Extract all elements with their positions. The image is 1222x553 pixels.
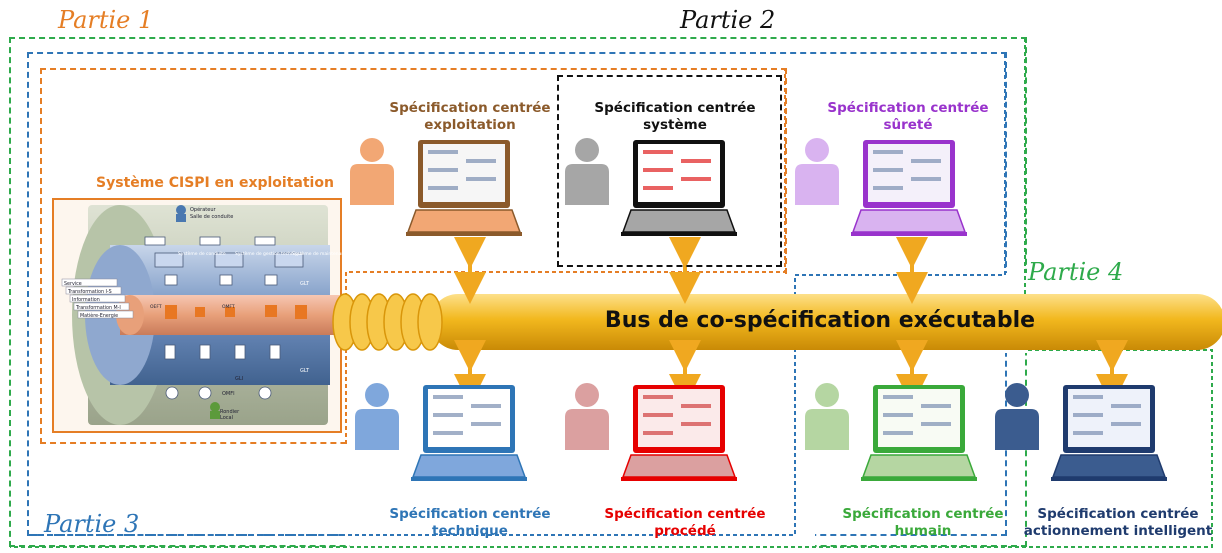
laptop-icon <box>411 385 527 481</box>
label-exploitation-line1: Spécification centrée <box>389 100 551 116</box>
cispi-sys-conduite: Système de conduite <box>178 250 226 257</box>
bus <box>332 293 1222 351</box>
label-actionnement: Spécification centrée actionnement intel… <box>1018 506 1218 540</box>
cispi-title: Système CISPI en exploitation <box>96 175 334 191</box>
station-technique <box>355 383 527 481</box>
label-exploitation: Spécification centrée exploitation <box>380 100 560 134</box>
label-surete-line2: sûreté <box>883 117 933 133</box>
label-systeme-line2: système <box>643 117 707 133</box>
partie-2-title: Partie 2 <box>680 6 776 34</box>
cispi-gli: GLI <box>235 376 243 382</box>
label-humain-line1: Spécification centrée <box>842 506 1004 522</box>
laptop-icon <box>621 140 737 236</box>
cispi-layer-2: Information <box>72 297 100 303</box>
cispi-sys-gestion: Système de gestion technique <box>235 250 304 257</box>
label-technique-line2: technique <box>432 523 508 539</box>
label-procede: Spécification centrée procédé <box>590 506 780 540</box>
label-technique-line1: Spécification centrée <box>389 506 551 522</box>
cispi-layer-1: Transformation I-S <box>67 289 112 295</box>
partie-3-title: Partie 3 <box>44 510 140 538</box>
cispi-local-sub: Local <box>220 415 233 421</box>
person-icon <box>565 383 609 450</box>
label-systeme: Spécification centrée système <box>585 100 765 134</box>
cispi-glt-top: GLT <box>300 281 310 287</box>
partie-1-title: Partie 1 <box>58 6 154 34</box>
cispi-operator-sub: Salle de conduite <box>190 214 233 220</box>
person-icon <box>795 138 839 205</box>
person-icon <box>805 383 849 450</box>
station-actionnement <box>995 383 1167 481</box>
laptop-icon <box>406 140 522 236</box>
label-procede-line2: procédé <box>654 523 716 539</box>
station-humain <box>805 383 977 481</box>
partie-4-title: Partie 4 <box>1028 258 1124 286</box>
person-icon <box>355 383 399 450</box>
bus-label: Bus de co-spécification exécutable <box>604 308 1036 333</box>
laptop-icon <box>861 385 977 481</box>
station-exploitation <box>350 138 522 236</box>
systeme-frame <box>557 75 782 267</box>
cispi-oeft: OEFT <box>150 304 162 310</box>
stations <box>350 138 1167 481</box>
person-icon <box>350 138 394 205</box>
cispi-glt-bottom: GLT <box>300 368 310 374</box>
label-procede-line1: Spécification centrée <box>604 506 766 522</box>
person-icon <box>565 138 609 205</box>
label-technique: Spécification centrée technique <box>375 506 565 540</box>
cispi-cylinder: Opérateur Salle de conduite Système de c… <box>61 205 350 425</box>
label-humain: Spécification centrée humain <box>828 506 1018 540</box>
label-exploitation-line2: exploitation <box>424 117 516 133</box>
cispi-omfi: OMFI <box>222 391 235 397</box>
cispi-layer-0: Service <box>64 281 82 287</box>
cispi-local-label: Rondier <box>220 409 240 415</box>
laptop-icon <box>621 385 737 481</box>
label-humain-line2: humain <box>894 523 952 539</box>
cispi-layer-3: Transformation M-I <box>75 305 121 311</box>
cispi-layer-labels: Service Transformation I-S Information T… <box>61 278 134 319</box>
cispi-operator-label: Opérateur <box>190 206 217 213</box>
station-systeme <box>565 138 737 236</box>
label-actionnement-line2: actionnement intelligent <box>1023 523 1213 539</box>
laptop-icon <box>851 140 967 236</box>
station-procede <box>565 383 737 481</box>
label-surete: Spécification centrée sûreté <box>818 100 998 134</box>
laptop-icon <box>1051 385 1167 481</box>
label-systeme-line1: Spécification centrée <box>594 100 756 116</box>
cispi-sys-maintenance: Système de maintenance <box>292 250 350 257</box>
station-surete <box>795 138 967 236</box>
label-surete-line1: Spécification centrée <box>827 100 989 116</box>
cispi-omft: OMFT <box>222 304 235 310</box>
label-actionnement-line1: Spécification centrée <box>1037 506 1199 522</box>
cispi-layer-4: Matière-Energie <box>80 312 118 319</box>
bus-arrows <box>454 237 1128 406</box>
person-icon <box>995 383 1039 450</box>
